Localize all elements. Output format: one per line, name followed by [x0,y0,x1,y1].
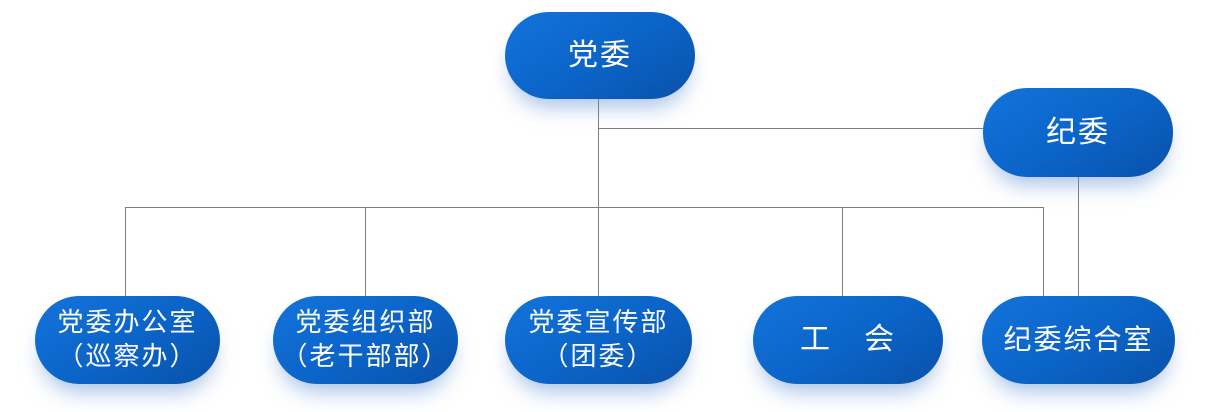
node-labor-union-label: 工 会 [800,322,896,358]
connector-children-bar [125,207,1043,208]
node-discipline-office: 纪委综合室 [982,296,1175,384]
connector-discipline-to-office [1078,177,1079,296]
connector-drop-labor-union [842,207,843,296]
connector-drop-party-office [125,207,126,296]
node-organization-dept: 党委组织部 （老干部部） [273,296,458,384]
node-labor-union: 工 会 [753,296,943,384]
node-party-committee: 党委 [505,12,695,99]
node-discipline-committee-label: 纪委 [1046,114,1110,150]
node-discipline-committee: 纪委 [983,88,1173,177]
node-propaganda-dept-line1: 党委宣传部 [528,307,669,338]
connector-drop-organization-dept [365,207,366,296]
connector-drop-discipline-office [1043,207,1044,296]
node-party-office-line1: 党委办公室 [57,307,198,338]
node-party-office: 党委办公室 （巡察办） [35,296,220,384]
connector-party-trunk [598,99,599,296]
node-propaganda-dept-line2: （团委） [542,342,655,372]
node-party-committee-label: 党委 [568,37,632,73]
node-organization-dept-line1: 党委组织部 [295,307,436,338]
node-organization-dept-line2: （老干部部） [281,342,450,372]
node-propaganda-dept: 党委宣传部 （团委） [505,296,692,384]
node-discipline-office-label: 纪委综合室 [1003,322,1154,356]
connector-party-to-discipline [598,128,983,129]
node-party-office-line2: （巡察办） [57,342,198,372]
